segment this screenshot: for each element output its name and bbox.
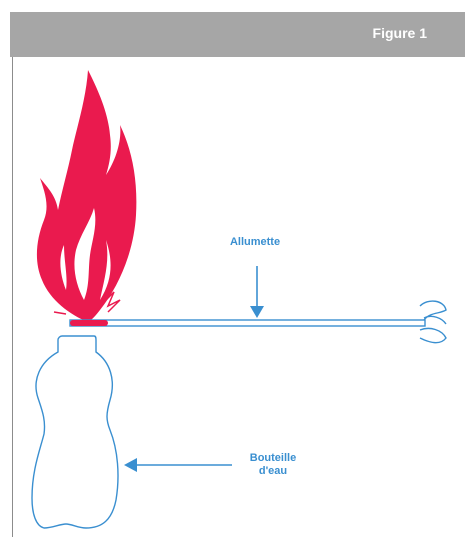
- arrow-down-icon: [250, 266, 264, 318]
- bottle-label: Bouteille d'eau: [238, 452, 308, 478]
- water-bottle: [32, 336, 118, 528]
- bottle-label-line1: Bouteille: [238, 452, 308, 465]
- bottle-label-line2: d'eau: [238, 465, 308, 478]
- flame-icon: [37, 70, 136, 322]
- match-label: Allumette: [210, 236, 300, 249]
- arrow-left-icon: [124, 458, 232, 472]
